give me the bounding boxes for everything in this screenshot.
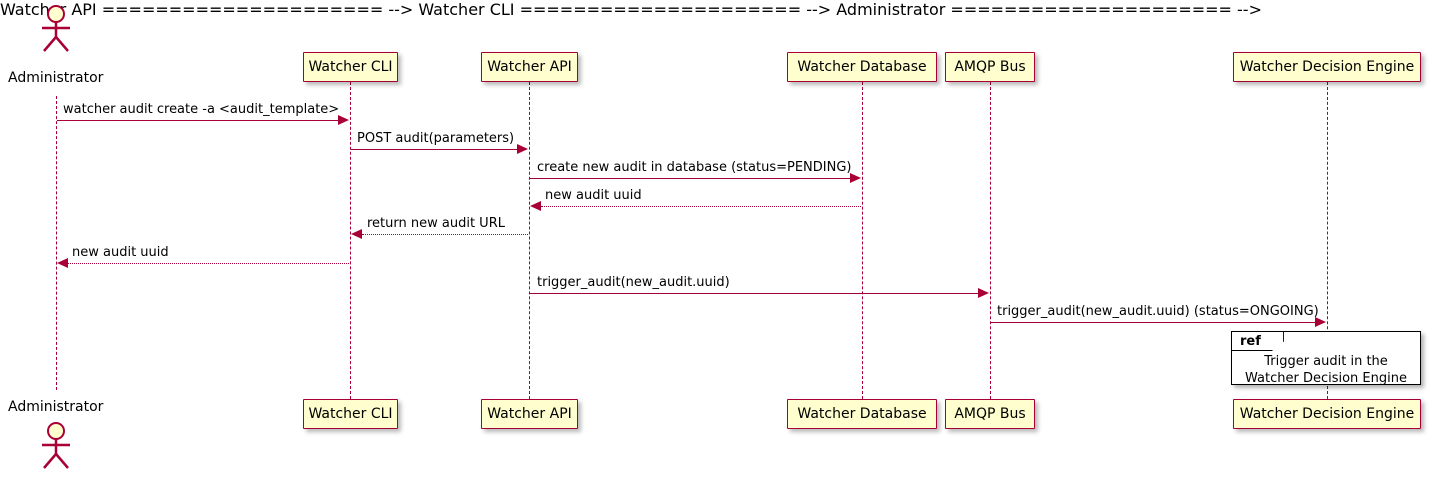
ref-fragment-body: Trigger audit in the Watcher Decision En… <box>1232 353 1420 387</box>
message-line-3 <box>530 178 851 179</box>
actor-administrator-bottom-icon <box>34 421 78 469</box>
ref-fragment-tab-label: ref <box>1232 332 1284 351</box>
message-label-5: return new audit URL <box>367 216 505 231</box>
message-arrowhead-1 <box>338 115 349 125</box>
ref-fragment-line-2: Watcher Decision Engine <box>1245 371 1407 386</box>
message-line-1 <box>57 120 339 121</box>
message-arrowhead-8 <box>1315 317 1326 327</box>
participant-label-watcher-database-bottom: Watcher Database <box>797 406 927 422</box>
participant-watcher-database-bottom[interactable]: Watcher Database <box>787 399 937 429</box>
participant-watcher-decision-engine-top[interactable]: Watcher Decision Engine <box>1233 52 1421 82</box>
ref-fragment-line-1: Trigger audit in the <box>1264 354 1388 369</box>
participant-label-amqp-bus-bottom: AMQP Bus <box>954 406 1026 422</box>
participant-watcher-cli-top[interactable]: Watcher CLI <box>303 52 398 82</box>
message-line-8 <box>991 322 1316 323</box>
participant-amqp-bus-top[interactable]: AMQP Bus <box>945 52 1035 82</box>
message-arrowhead-6 <box>57 258 68 268</box>
participant-watcher-decision-engine-bottom[interactable]: Watcher Decision Engine <box>1233 399 1421 429</box>
lifeline-watcher-api <box>529 82 530 399</box>
message-label-6: new audit uuid <box>72 245 169 260</box>
actor-administrator-top-icon <box>34 4 78 52</box>
participant-label-amqp-bus-top: AMQP Bus <box>954 59 1026 75</box>
message-arrowhead-5 <box>351 229 362 239</box>
message-label-8: trigger_audit(new_audit.uuid) (status=ON… <box>997 304 1319 319</box>
participant-watcher-api-bottom[interactable]: Watcher API <box>481 399 578 429</box>
ref-fragment-trigger-audit: ref Trigger audit in the Watcher Decisio… <box>1231 331 1421 387</box>
actor-label-administrator-top: Administrator <box>8 70 104 86</box>
participant-label-watcher-cli-bottom: Watcher CLI <box>308 406 393 422</box>
message-line-7 <box>530 293 979 294</box>
actor-label-administrator-bottom: Administrator <box>8 399 104 415</box>
participant-watcher-cli-bottom[interactable]: Watcher CLI <box>303 399 398 429</box>
participant-label-watcher-database-top: Watcher Database <box>797 59 927 75</box>
message-label-3: create new audit in database (status=PEN… <box>537 160 852 175</box>
message-label-7: trigger_audit(new_audit.uuid) <box>537 275 730 290</box>
message-line-5 <box>362 234 528 235</box>
lifeline-amqp-bus <box>990 82 991 399</box>
message-label-1: watcher audit create -a <audit_template> <box>63 102 340 117</box>
participant-amqp-bus-bottom[interactable]: AMQP Bus <box>945 399 1035 429</box>
message-arrowhead-4 <box>530 201 541 211</box>
message-label-4: new audit uuid <box>545 188 642 203</box>
participant-label-watcher-cli-top: Watcher CLI <box>308 59 393 75</box>
message-line-4 <box>541 206 861 207</box>
lifeline-administrator <box>56 96 57 390</box>
participant-watcher-api-top[interactable]: Watcher API <box>481 52 578 82</box>
participant-label-watcher-decision-engine-bottom: Watcher Decision Engine <box>1239 406 1415 422</box>
participant-label-watcher-api-bottom: Watcher API <box>487 406 572 422</box>
lifeline-watcher-cli <box>350 82 351 399</box>
participant-label-watcher-decision-engine-top: Watcher Decision Engine <box>1239 59 1415 75</box>
message-line-6 <box>68 263 349 264</box>
message-arrowhead-3 <box>850 173 861 183</box>
participant-label-watcher-api-top: Watcher API <box>487 59 572 75</box>
message-label-2: POST audit(parameters) <box>357 131 515 146</box>
lifeline-watcher-database <box>862 82 863 399</box>
message-arrowhead-2 <box>517 144 528 154</box>
lifeline-watcher-decision-engine <box>1327 82 1328 399</box>
participant-watcher-database-top[interactable]: Watcher Database <box>787 52 937 82</box>
message-line-2 <box>351 149 518 150</box>
message-arrowhead-7 <box>978 288 989 298</box>
